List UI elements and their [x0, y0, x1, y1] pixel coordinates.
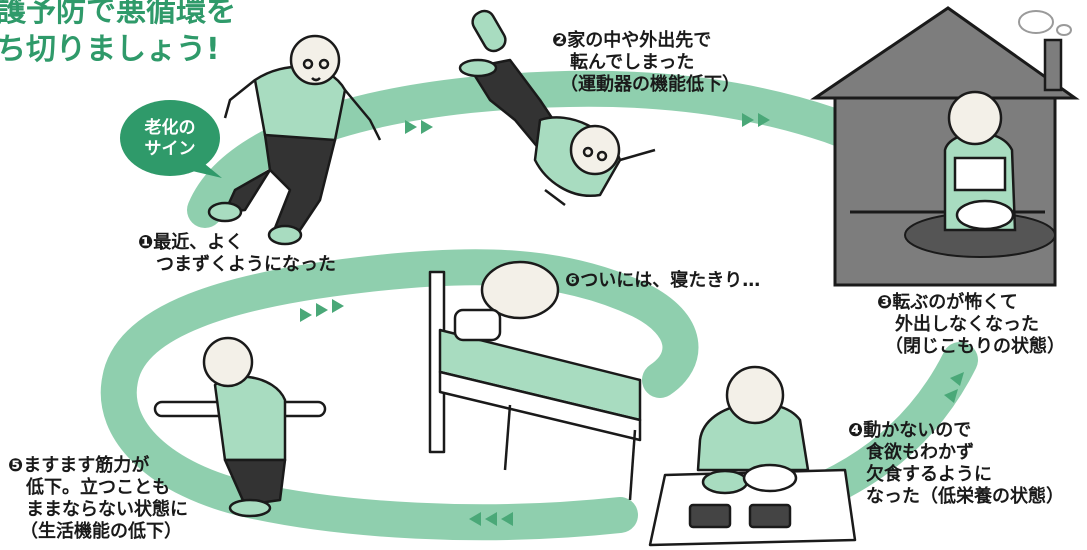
arrow-left-icon — [469, 512, 481, 526]
step-5-line1: ますます筋力が — [23, 455, 150, 476]
arrow-left-icon — [485, 512, 497, 526]
arrow-down-icon — [950, 372, 964, 386]
step-2-line1: 家の中や外出先で — [567, 30, 712, 51]
step-3-line3: （閉じこもりの状態） — [885, 336, 1065, 357]
page-title-line1: 護予防で悪循環を — [0, 0, 236, 29]
step-2-marker: ❷ — [552, 30, 568, 51]
page-title-line2: ち切りましょう! — [0, 32, 220, 67]
arrow-right-icon — [758, 113, 770, 127]
figure-stumbling-man — [207, 34, 382, 246]
step-6-line1: ついには、寝たきり… — [580, 270, 761, 291]
step-3-line2: 外出しなくなった — [895, 314, 1039, 335]
arrow-left-icon — [501, 512, 513, 526]
thought-bubble-icon — [1018, 10, 1072, 36]
step-4-line3: 欠食するように — [866, 464, 992, 485]
arrow-right-icon — [316, 303, 328, 317]
step-5-line4: （生活機能の低下） — [20, 521, 182, 542]
step-4-line4: なった（低栄養の状態） — [866, 486, 1064, 507]
step-4-marker: ❹ — [848, 420, 864, 441]
direction-arrows — [300, 113, 964, 526]
step-3-caption: ❸転ぶのが怖くて 外出しなくなった （閉じこもりの状態） — [877, 292, 1065, 358]
step-1-line1: 最近、よく — [153, 232, 244, 253]
arrow-right-icon — [421, 120, 433, 134]
step-4-line1: 動かないので — [863, 420, 972, 441]
step-2-line3: （運動器の機能低下） — [560, 74, 740, 95]
aging-sign-label: 老化の サイン — [125, 118, 215, 160]
step-4-line2: 食欲もわかず — [866, 442, 974, 463]
aging-sign-badge — [120, 100, 222, 178]
step-5-line2: 低下。立つことも — [26, 477, 170, 498]
step-2-caption: ❷家の中や外出先で 転んでしまった （運動器の機能低下） — [552, 30, 740, 96]
step-3-line1: 転ぶのが怖くて — [892, 292, 1018, 313]
step-6-caption: ❻ついには、寝たきり… — [565, 270, 760, 292]
step-5-marker: ❺ — [8, 455, 24, 476]
step-4-caption: ❹動かないので 食欲もわかず 欠食するように なった（低栄養の状態） — [848, 420, 1064, 508]
step-5-caption: ❺ますます筋力が 低下。立つことも ままならない状態に （生活機能の低下） — [8, 455, 188, 543]
step-3-marker: ❸ — [877, 292, 893, 313]
arrow-down-icon — [944, 389, 958, 403]
step-2-line2: 転んでしまった — [570, 52, 695, 73]
loop-bottom-band — [100, 249, 699, 541]
aging-sign-line2: サイン — [144, 139, 196, 159]
aging-sign-line1: 老化の — [144, 118, 196, 138]
arrow-right-icon — [332, 299, 344, 313]
arrow-right-icon — [405, 120, 417, 134]
figure-fallen-man — [458, 9, 656, 206]
step-6-marker: ❻ — [565, 270, 581, 291]
figure-eating-man — [648, 365, 857, 547]
arrow-right-icon — [300, 308, 312, 322]
step-1-line2: つまずくようになった — [156, 254, 336, 275]
figure-man-holding-rail — [153, 336, 327, 518]
step-5-line3: ままならない状態に — [26, 499, 188, 520]
figure-house — [810, 6, 1080, 287]
figure-bedridden-man — [428, 260, 642, 501]
arrow-right-icon — [742, 113, 754, 127]
step-1-caption: ❶最近、よく つまずくようになった — [138, 232, 336, 276]
step-1-marker: ❶ — [138, 232, 154, 253]
